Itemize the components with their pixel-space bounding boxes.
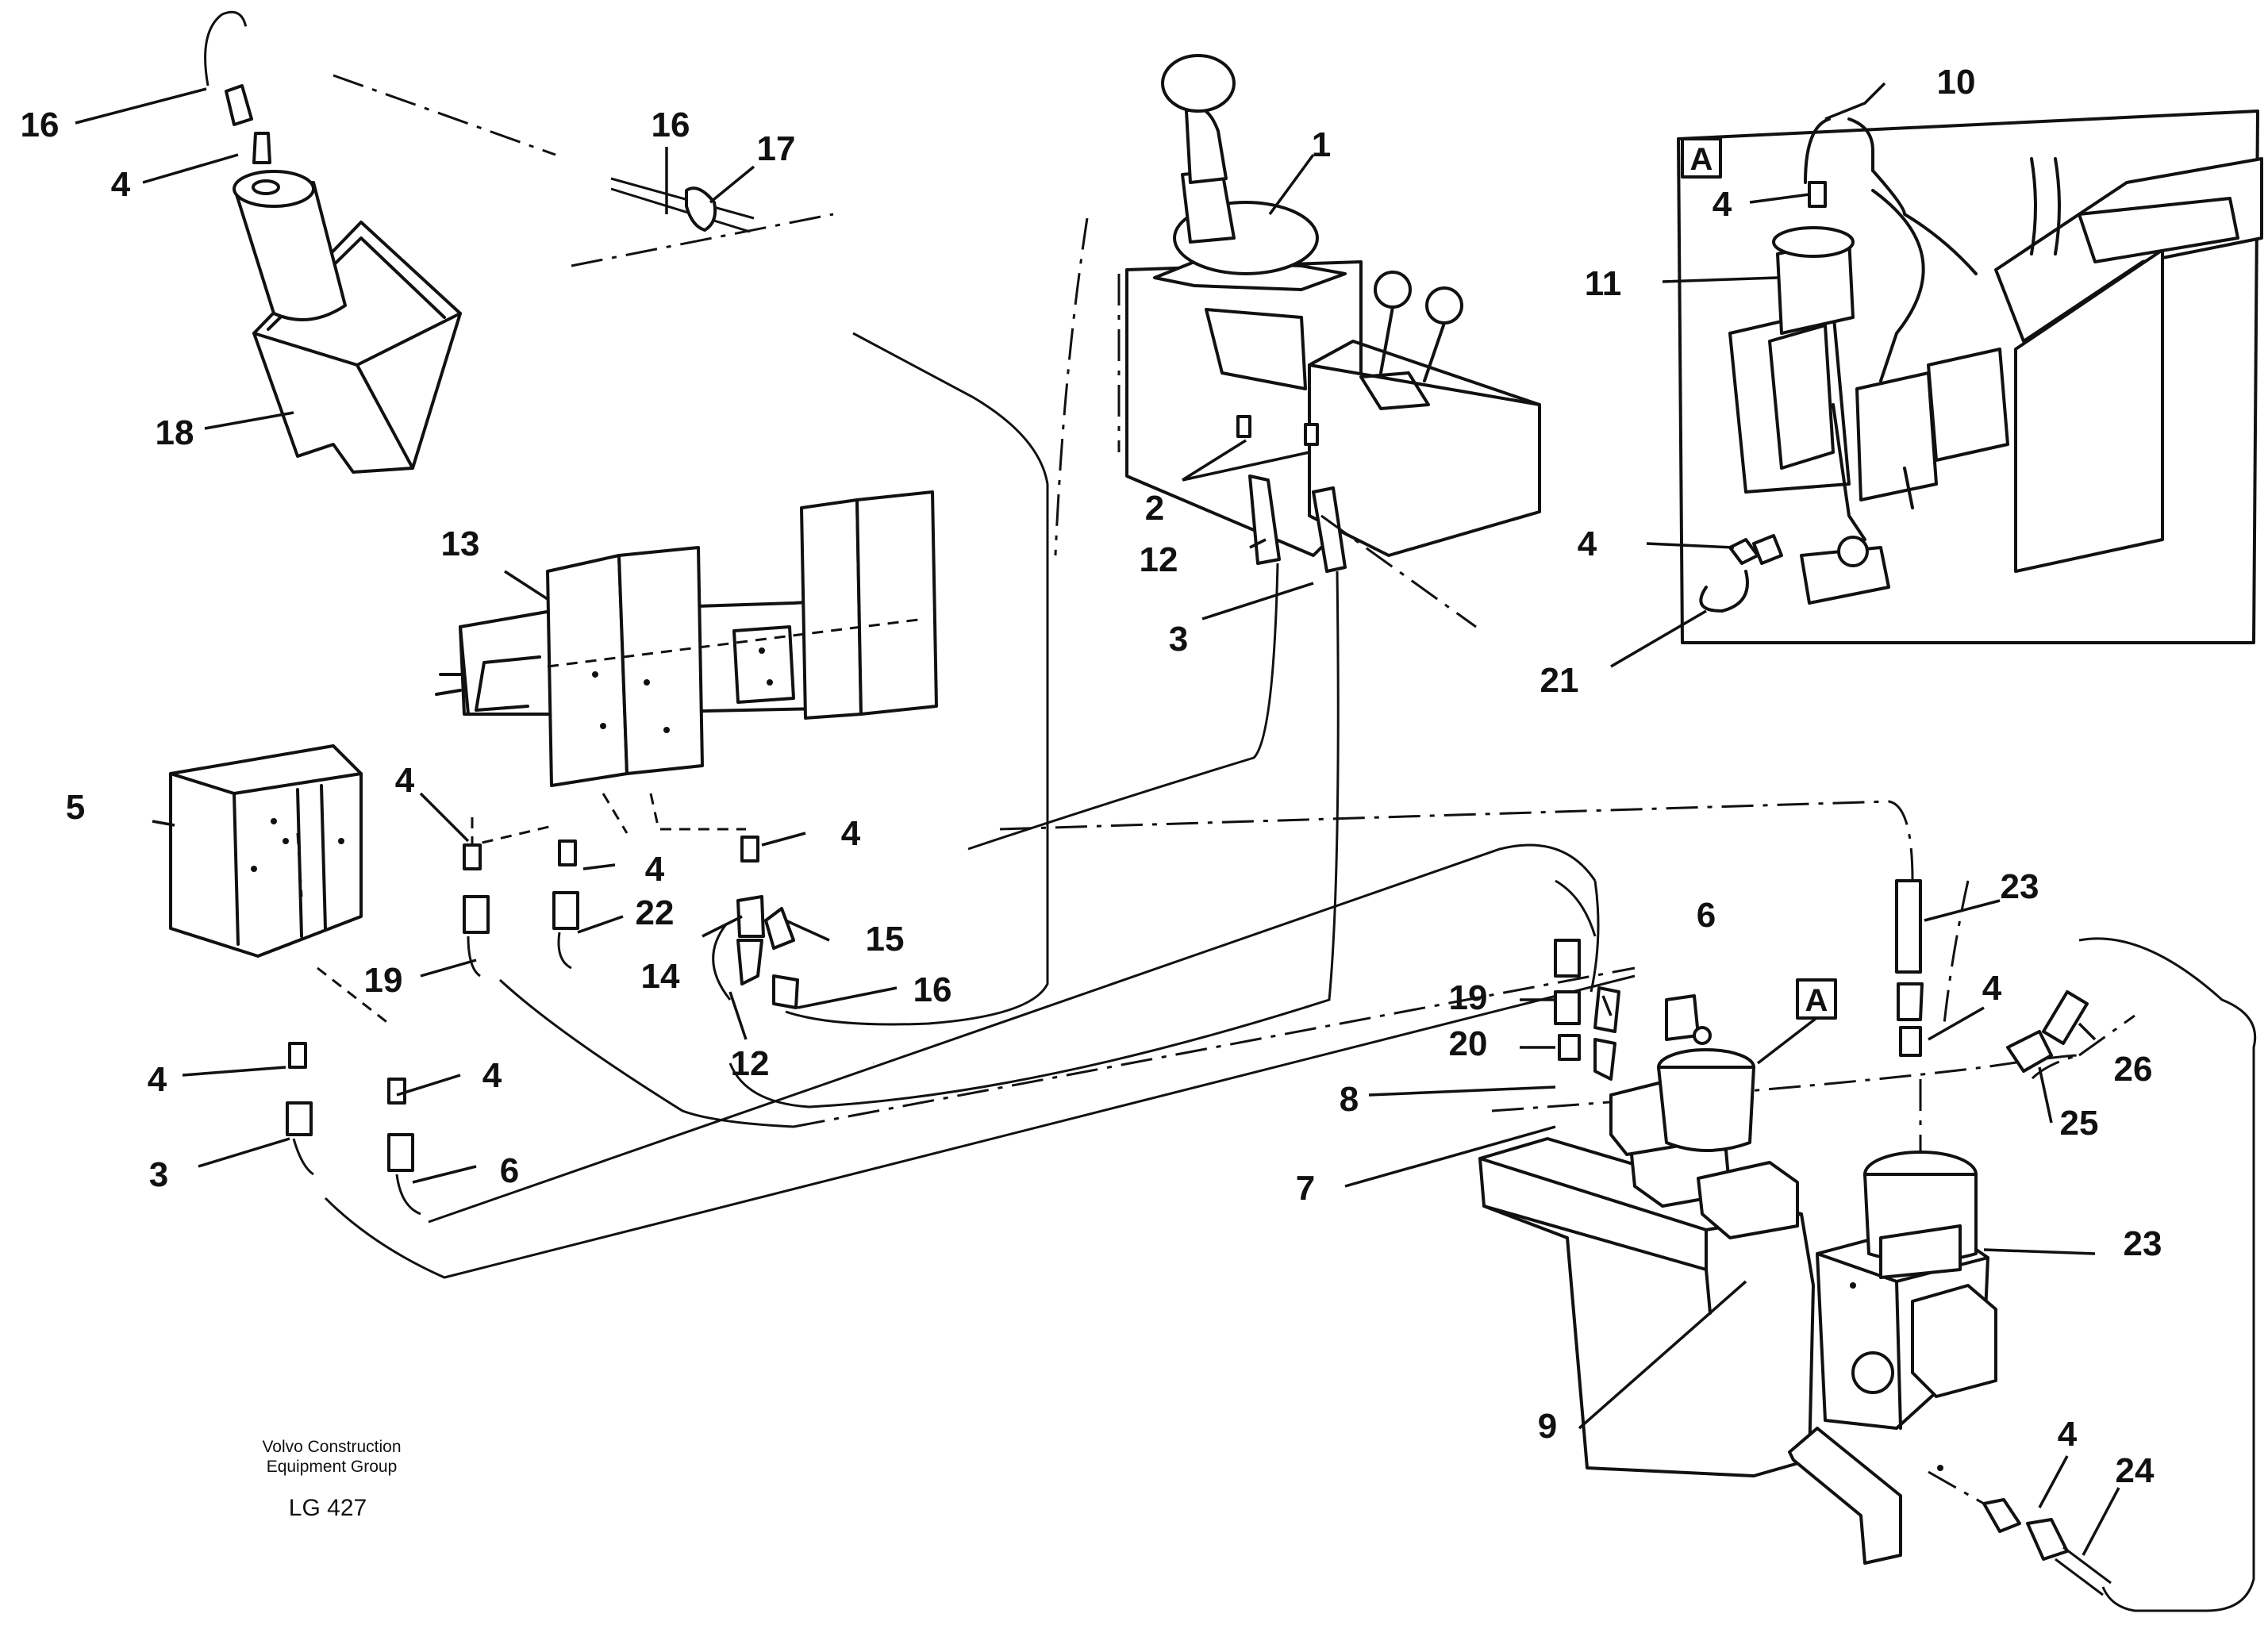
drawing-code: LG 427 [289, 1495, 367, 1521]
hose-24 [1928, 1470, 2112, 1596]
callout-4: 4 [1578, 524, 1597, 563]
detail-label-a-pointer: A [1756, 978, 1837, 1065]
callout-11: 11 [1585, 264, 1622, 303]
detail-label-a-inset: A [1681, 137, 1722, 179]
callout-23: 23 [2001, 867, 2039, 906]
callout-4: 4 [395, 761, 415, 800]
callout-16: 16 [21, 106, 60, 144]
detail-inset-a [1677, 109, 2263, 644]
callout-3: 3 [149, 1155, 168, 1194]
callout-2: 2 [1145, 489, 1164, 528]
callout-14: 14 [641, 957, 680, 996]
callout-19: 19 [364, 961, 403, 1000]
leader-lines [75, 82, 2120, 1556]
callout-18: 18 [156, 413, 194, 452]
callout-15: 15 [866, 920, 905, 959]
callout-9: 9 [1538, 1407, 1557, 1446]
callout-4: 4 [645, 850, 665, 889]
callout-16: 16 [913, 970, 952, 1009]
callout-4: 4 [2058, 1415, 2078, 1454]
hose-12-3 [728, 474, 1347, 1108]
callout-6: 6 [500, 1151, 519, 1190]
callout-19: 19 [1449, 978, 1488, 1017]
callout-10: 10 [1937, 63, 1976, 102]
callout-23: 23 [2124, 1224, 2162, 1263]
svg-text:A: A [1690, 142, 1713, 177]
callout-4: 4 [841, 814, 861, 853]
callout-16: 16 [652, 106, 690, 144]
callout-20: 20 [1449, 1024, 1488, 1063]
company-line-2: Equipment Group [267, 1458, 398, 1476]
callout-13: 13 [441, 524, 480, 563]
valve-bank-13 [435, 490, 938, 834]
callout-24: 24 [2116, 1451, 2155, 1490]
joystick-control-1 [1125, 54, 1541, 557]
callout-3: 3 [1169, 620, 1188, 659]
valve-23 [1816, 1151, 1997, 1471]
callout-12: 12 [1140, 540, 1178, 579]
callout-4: 4 [111, 165, 131, 204]
callout-22: 22 [636, 893, 675, 932]
callout-4: 4 [1713, 185, 1732, 224]
callout-numbers: 16 4 18 16 17 1 2 12 3 10 4 11 4 21 13 5… [21, 63, 2162, 1490]
callout-1: 1 [1312, 125, 1331, 164]
fittings-right-group [1554, 879, 2089, 1081]
callout-21: 21 [1540, 661, 1579, 700]
callout-6: 6 [1697, 896, 1716, 935]
footer-credit: Volvo Construction Equipment Group LG 42… [262, 1438, 401, 1521]
company-line-1: Volvo Construction [262, 1438, 401, 1456]
callout-4: 4 [1982, 969, 2002, 1008]
callout-4: 4 [482, 1056, 502, 1095]
block-5 [169, 744, 390, 1025]
solenoid-valve-18 [204, 10, 462, 474]
callout-4: 4 [148, 1060, 167, 1099]
callout-7: 7 [1296, 1169, 1315, 1208]
callout-8: 8 [1340, 1080, 1359, 1119]
fittings-left-group [286, 332, 1049, 1216]
callout-12: 12 [731, 1044, 770, 1083]
callout-5: 5 [66, 788, 85, 827]
callout-17: 17 [757, 129, 796, 168]
callout-25: 25 [2060, 1104, 2099, 1143]
valve-assembly-9 [1478, 1026, 1902, 1565]
callout-26: 26 [2114, 1050, 2153, 1089]
hose-clamp-17 [571, 177, 834, 267]
svg-text:A: A [1805, 983, 1828, 1018]
